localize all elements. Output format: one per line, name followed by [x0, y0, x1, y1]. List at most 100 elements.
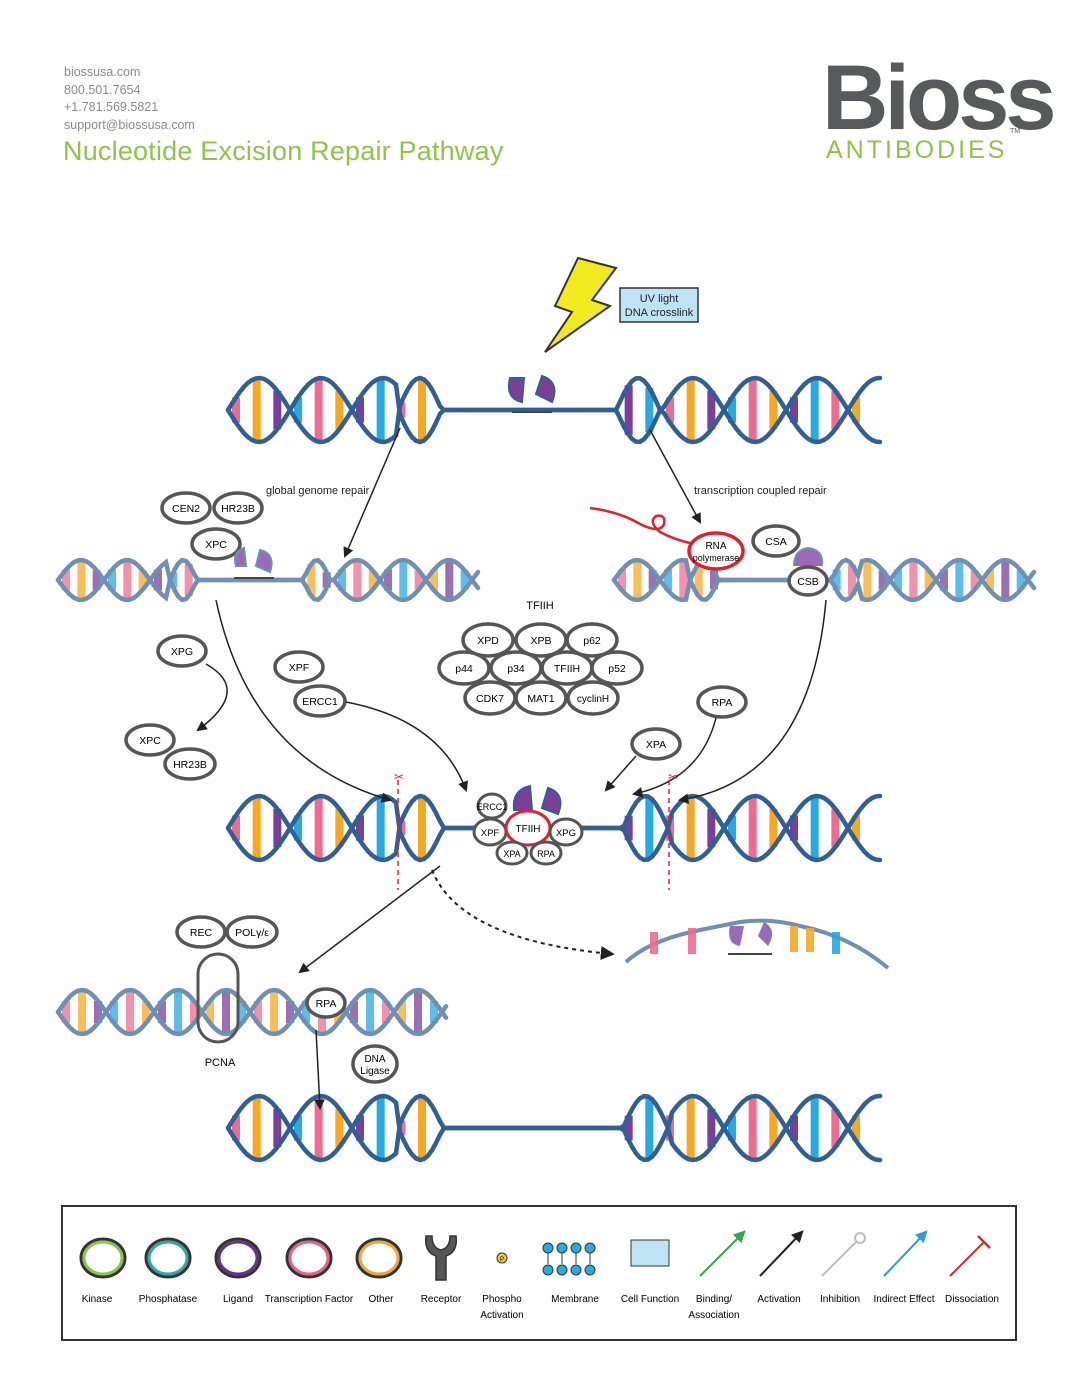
base-pair [648, 570, 657, 590]
protein-polymerase: POLγ/ε [235, 927, 269, 939]
base-pair [384, 569, 392, 591]
base-pair [1001, 560, 1010, 600]
base-pair [707, 1108, 716, 1148]
base-pair [728, 815, 736, 841]
contact-info: biossusa.com 800.501.7654 +1.781.569.582… [64, 64, 195, 134]
arrow-ercc1-complex [345, 701, 468, 792]
legend-transcription-factor: Transcription Factor [265, 1294, 354, 1305]
base-pair [679, 560, 688, 600]
base-pair [810, 378, 819, 442]
dissociation-icon [949, 1241, 985, 1277]
base-pair [252, 1096, 261, 1160]
protein-xpd: XPD [477, 635, 499, 647]
base-pair [350, 1001, 358, 1023]
base-pair [398, 1001, 406, 1023]
pcna-label: PCNA [205, 1057, 236, 1069]
tfiih-group-label: TFIIH [526, 600, 554, 612]
base-pair [748, 1096, 757, 1160]
bioss-logo-sub: ANTIBODIES [826, 136, 1008, 164]
base-pair [273, 1108, 282, 1148]
legend-cell-function: Cell Function [621, 1294, 679, 1305]
phospho-icon [496, 1252, 508, 1264]
base-pair [232, 815, 240, 841]
dna-strand [55, 557, 481, 603]
base-pair [970, 570, 979, 590]
base-pair [335, 808, 344, 848]
base-pair [624, 815, 633, 841]
base-pair [748, 796, 757, 860]
indirect-arrow-icon [883, 1230, 928, 1277]
base-pair [123, 560, 132, 600]
transcription-repair-label: transcription coupled repair [694, 485, 827, 497]
base-pair [769, 808, 778, 848]
protein-xpf: XPF [289, 662, 309, 674]
base-pair [335, 390, 344, 430]
base-pair [645, 1097, 654, 1159]
binding-arrow-icon [699, 1230, 746, 1277]
base-pair [232, 397, 240, 423]
page-title: Nucleotide Excision Repair Pathway [63, 136, 504, 166]
cell-function-icon [630, 1239, 670, 1267]
base-pair [986, 569, 994, 591]
base-pair [252, 378, 261, 442]
legend-dissociation: Dissociation [945, 1294, 999, 1305]
trademark: TM [1010, 128, 1021, 135]
base-pair [252, 796, 261, 860]
base-pair [418, 796, 426, 860]
base-pair [190, 1001, 198, 1023]
protein-xpb: XPB [530, 635, 551, 647]
base-pair [108, 569, 116, 591]
website-link[interactable]: biossusa.com [64, 65, 141, 79]
arrow-to-global [343, 427, 401, 558]
base-pair [832, 569, 841, 591]
bioss-logo: Bioss [822, 47, 1057, 149]
dna-damaged [225, 375, 883, 445]
activation-arrow-icon [759, 1230, 804, 1277]
phospho-symbol: P [500, 1257, 504, 1263]
base-pair [848, 564, 856, 596]
base-pair [302, 1001, 310, 1023]
base-pair [710, 570, 718, 590]
receptor-icon [424, 1235, 458, 1281]
base-pair [376, 378, 385, 442]
base-pair [366, 990, 374, 1034]
uv-label-line2: DNA crosslink [625, 307, 694, 319]
protein-tfiih-member: TFIIH [554, 663, 580, 675]
protein-hr23b-low: HR23B [173, 759, 207, 771]
base-pair [666, 397, 674, 423]
protein-p34: p34 [507, 663, 525, 675]
base-pair [126, 990, 134, 1034]
base-pair [831, 808, 840, 848]
base-pair [445, 560, 454, 600]
rna-strand [589, 506, 695, 546]
base-pair [314, 378, 323, 442]
arrow-xpa-complex [604, 755, 637, 792]
legend-inhibition: Inhibition [820, 1294, 860, 1305]
base-pair [790, 815, 798, 841]
arrow-rpa-complex [631, 717, 717, 798]
rna-pol-line2: polymerase [693, 553, 740, 563]
base-pair [356, 1115, 364, 1141]
dna-strand [225, 375, 883, 445]
legend-phosphatase: Phosphatase [139, 1294, 198, 1305]
base-pair [222, 990, 230, 1034]
base-pair [94, 1001, 102, 1023]
base-pair [728, 1115, 736, 1141]
base-pair [184, 563, 193, 597]
base-pair [206, 1001, 214, 1023]
incision-complex: ERCC1 XPF TFIIH XPG XPA RPA [472, 784, 584, 866]
dna-strand [55, 987, 449, 1037]
membrane-icon [542, 1242, 596, 1276]
legend-indirect-effect: Indirect Effect [874, 1294, 935, 1305]
base-pair [238, 1001, 246, 1023]
base-pair [286, 1001, 294, 1023]
email-link[interactable]: support@biossusa.com [64, 117, 195, 132]
base-pair [368, 570, 377, 590]
base-pair [154, 569, 162, 591]
base-pair [414, 570, 423, 590]
base-pair [909, 560, 918, 600]
dna-strand [55, 987, 449, 1037]
protein-cyclinh: cyclinH [577, 694, 609, 705]
base-pair [418, 1096, 426, 1160]
